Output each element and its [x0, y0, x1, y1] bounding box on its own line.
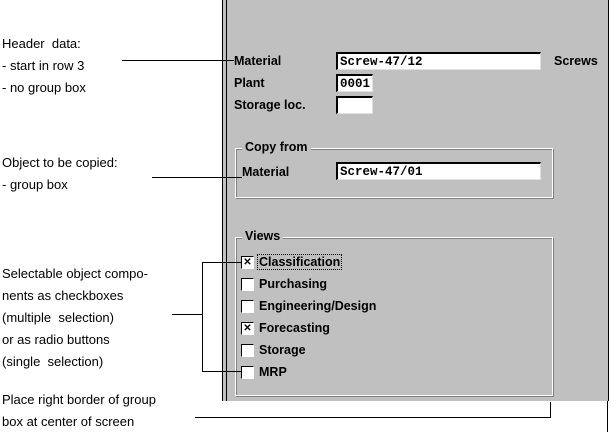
checkbox-engineering-design[interactable]: Engineering/Design — [241, 299, 377, 313]
connector-line — [202, 371, 241, 372]
annotation-border: Place right border of group box at cente… — [2, 392, 156, 429]
copy-from-group: Copy from — [235, 140, 553, 198]
connector-line — [122, 60, 234, 61]
checkbox-purchasing[interactable]: Purchasing — [241, 277, 328, 291]
checkbox-classification[interactable]: ✕Classification — [241, 254, 343, 270]
connector-line — [172, 314, 202, 315]
copy-from-title: Copy from — [242, 140, 311, 154]
plant-label: Plant — [234, 76, 265, 90]
connector-line — [152, 177, 242, 178]
border-marker-line — [607, 401, 608, 432]
storage-loc-input[interactable] — [336, 96, 373, 114]
checkbox-box[interactable] — [241, 277, 254, 291]
connector-line — [202, 262, 203, 372]
checkbox-forecasting[interactable]: ✕Forecasting — [241, 321, 331, 335]
connector-line — [202, 262, 241, 263]
connector-line — [550, 402, 551, 418]
checkbox-box[interactable]: ✕ — [241, 321, 254, 335]
checkbox-box[interactable] — [241, 365, 254, 379]
plant-input[interactable] — [336, 74, 373, 92]
annotation-header: Header data: - start in row 3 - no group… — [2, 36, 86, 95]
annotation-object: Object to be copied: - group box — [2, 155, 118, 192]
checkbox-box[interactable] — [241, 299, 254, 313]
copy-material-input[interactable] — [336, 162, 541, 180]
views-group: Views ✕Classification Purchasing Enginee… — [235, 229, 553, 396]
checkbox-box[interactable] — [241, 343, 254, 357]
material-input[interactable] — [336, 52, 541, 70]
material-description: Screws — [554, 54, 598, 68]
annotation-selectable: Selectable object compo- nents as checkb… — [2, 266, 148, 369]
checkbox-box[interactable]: ✕ — [241, 255, 254, 269]
storage-loc-label: Storage loc. — [234, 98, 306, 112]
checkbox-storage[interactable]: Storage — [241, 343, 307, 357]
connector-line — [195, 417, 551, 418]
copy-material-label: Material — [242, 165, 290, 179]
checkbox-mrp[interactable]: MRP — [241, 365, 288, 379]
views-title: Views — [242, 229, 284, 243]
material-label: Material — [234, 54, 282, 68]
